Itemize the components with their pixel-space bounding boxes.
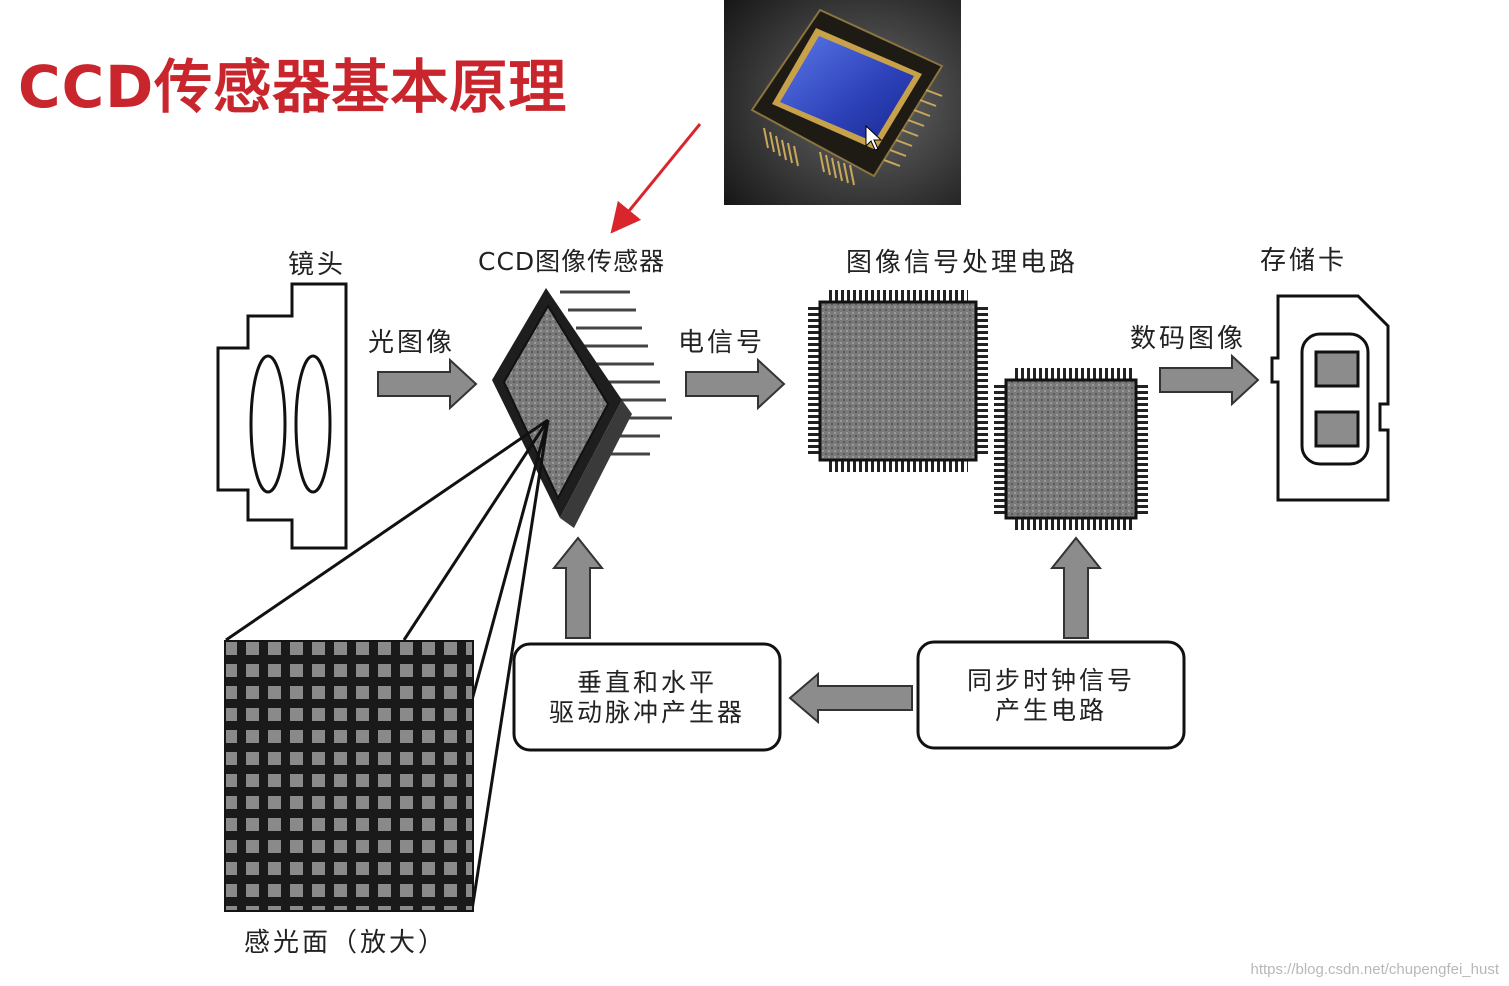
sensor-surface [224, 640, 474, 912]
flow-arrow-clock-up [1052, 538, 1100, 638]
zoom-lines [226, 420, 548, 910]
label-digital-image: 数码图像 [1130, 318, 1246, 355]
processor-chip-small [994, 368, 1148, 530]
pointer-arrow [620, 124, 700, 222]
storage-card-icon [1272, 296, 1388, 500]
watermark: https://blog.csdn.net/chupengfei_hust [1250, 961, 1499, 978]
label-light-image: 光图像 [368, 322, 455, 359]
flow-arrow-clock-to-driver [790, 674, 912, 722]
label-processor: 图像信号处理电路 [846, 242, 1078, 279]
flow-arrow-electric [686, 360, 784, 408]
clock-box-text: 同步时钟信号 产生电路 [918, 666, 1184, 726]
driver-line-2: 驱动脉冲产生器 [514, 698, 780, 728]
driver-box-text: 垂直和水平 驱动脉冲产生器 [514, 668, 780, 728]
label-lens: 镜头 [288, 244, 346, 281]
label-sensor-surface: 感光面（放大） [244, 922, 447, 959]
label-card: 存储卡 [1260, 240, 1347, 277]
label-electric-signal: 电信号 [678, 322, 765, 359]
flow-arrow-driver-up [554, 538, 602, 638]
flow-arrow-digital [1160, 356, 1258, 404]
clock-line-1: 同步时钟信号 [918, 666, 1184, 696]
ccd-sensor-photo [724, 0, 961, 205]
driver-line-1: 垂直和水平 [514, 668, 780, 698]
label-ccd: CCD图像传感器 [478, 242, 665, 278]
flow-arrow-light [378, 360, 476, 408]
clock-line-2: 产生电路 [918, 696, 1184, 726]
page-title: CCD传感器基本原理 [18, 40, 567, 124]
lens-icon [218, 284, 346, 548]
ccd-chip [492, 288, 672, 528]
processor-chip-large [808, 290, 988, 472]
